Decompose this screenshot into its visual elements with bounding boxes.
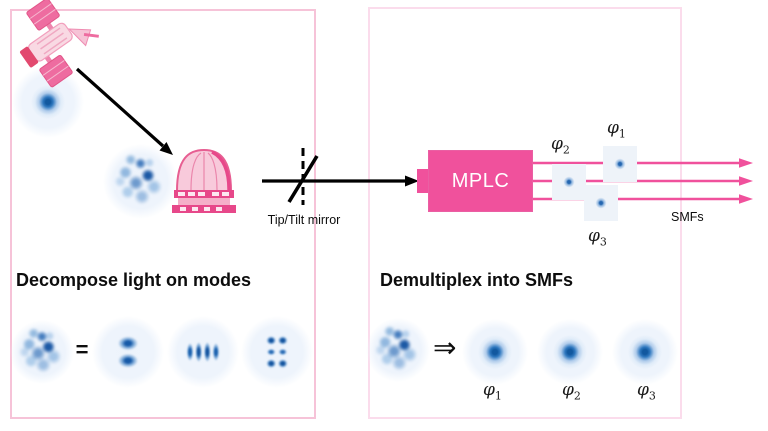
speckle-pattern xyxy=(366,318,430,382)
smfs-label: SMFs xyxy=(671,210,704,224)
equals-sign: = xyxy=(75,337,89,362)
speckle-circle-right xyxy=(366,318,430,382)
fiber-label-phi1: φ1 xyxy=(483,380,502,403)
two-lobe-mode xyxy=(92,316,164,388)
port-square-phi1 xyxy=(603,146,637,182)
six-lobe-mode xyxy=(241,316,313,388)
mode-circle-hg01 xyxy=(92,316,164,388)
implies-arrow: ⇒ xyxy=(433,332,457,363)
speckle-circle-left xyxy=(10,320,74,384)
fiber-label-phi3: φ3 xyxy=(637,380,656,403)
port-label-phi3: φ3 xyxy=(588,226,607,249)
speckle-pattern xyxy=(10,320,74,384)
port-label-phi2: φ2 xyxy=(551,134,570,157)
tip-tilt-mirror-label: Tip/Tilt mirror xyxy=(267,213,341,227)
fiber-circle-2 xyxy=(537,319,603,385)
decompose-panel xyxy=(10,9,316,419)
mplc-box: MPLC xyxy=(428,150,533,212)
four-lobe-mode xyxy=(167,316,239,388)
demultiplex-heading: Demultiplex into SMFs xyxy=(380,270,574,290)
distorted-beam-circle xyxy=(103,144,178,219)
mode-circle-hg30 xyxy=(167,316,239,388)
mplc-label: MPLC xyxy=(451,169,510,192)
port-square-phi3 xyxy=(584,185,618,221)
mplc-input-port xyxy=(417,169,430,193)
downlink-beam-circle xyxy=(12,66,84,138)
mode-circle-grid xyxy=(241,316,313,388)
port-spot xyxy=(614,158,626,170)
speckle-pattern xyxy=(103,144,178,219)
fiber-label-phi2: φ2 xyxy=(562,380,581,403)
demultiplex-panel xyxy=(368,7,682,419)
port-spot xyxy=(563,176,575,188)
decompose-heading: Decompose light on modes xyxy=(16,270,252,290)
fiber-circle-1 xyxy=(462,319,528,385)
port-spot xyxy=(595,197,607,209)
gaussian-spot xyxy=(12,66,84,138)
fiber-circle-3 xyxy=(612,319,678,385)
gaussian-spot xyxy=(462,319,528,385)
port-square-phi2 xyxy=(552,164,586,200)
gaussian-spot xyxy=(537,319,603,385)
port-label-phi1: φ1 xyxy=(607,118,626,141)
gaussian-spot xyxy=(612,319,678,385)
